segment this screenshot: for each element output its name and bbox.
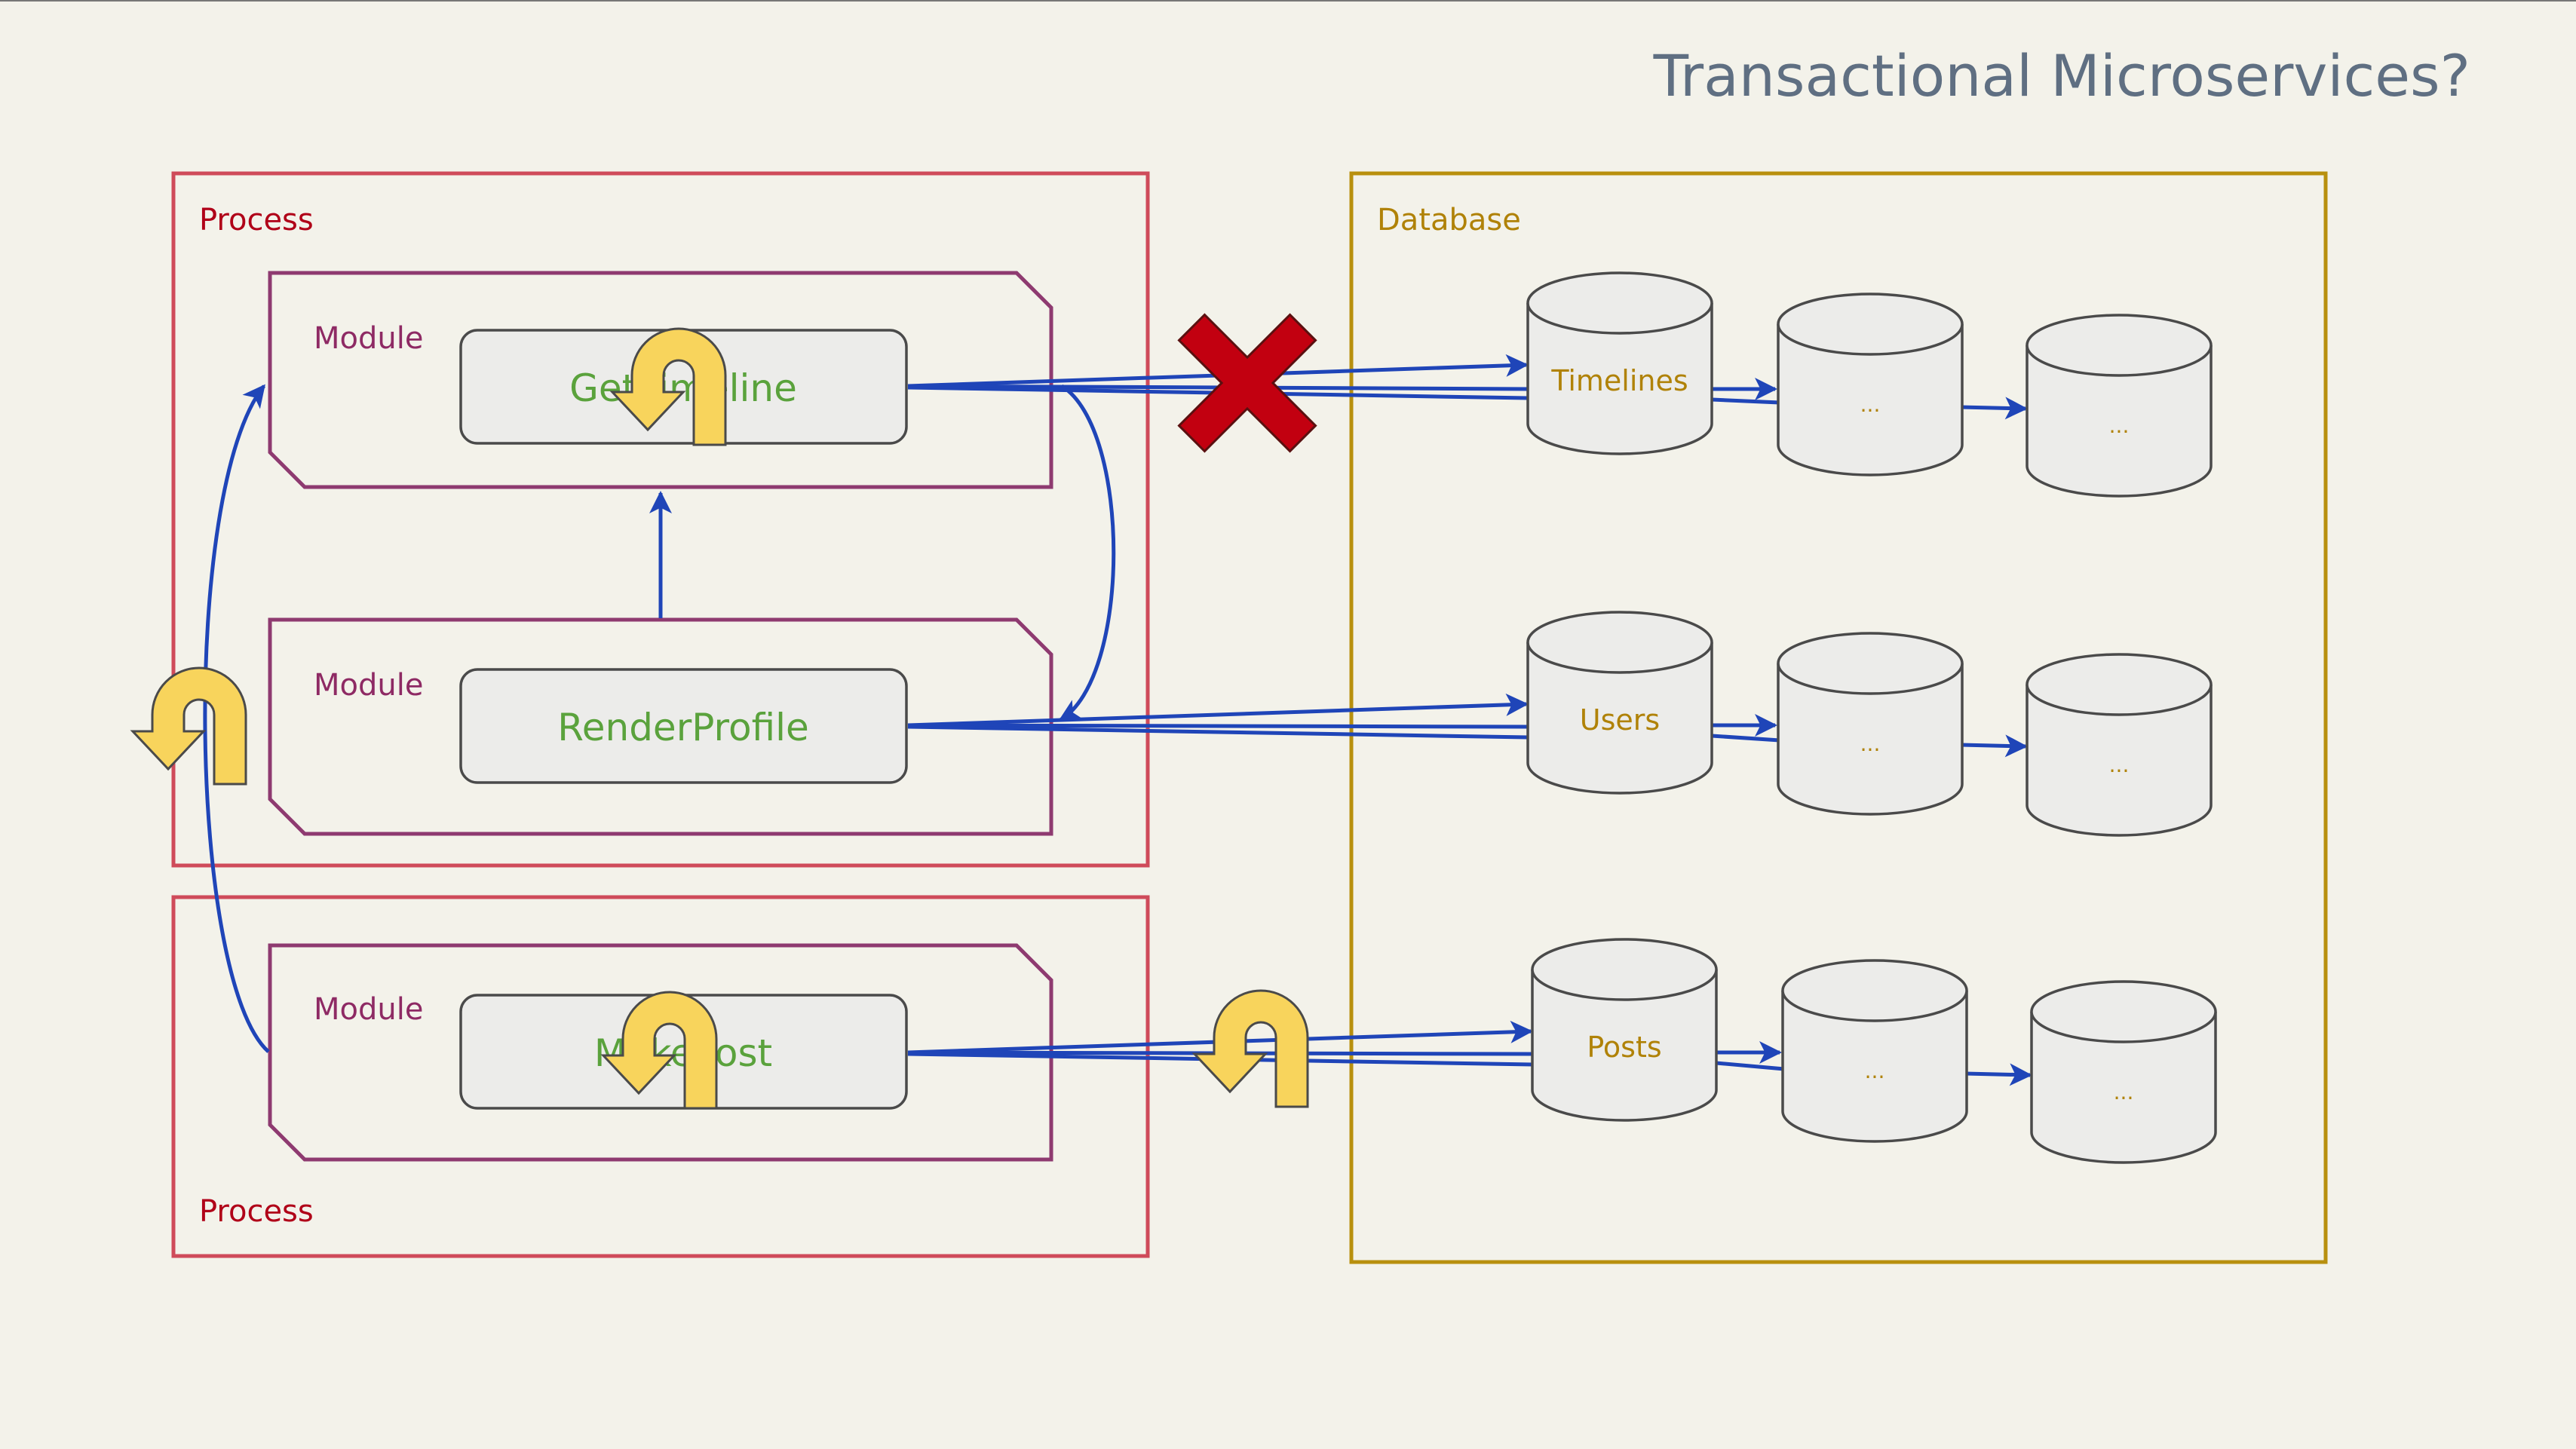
process-box-lower [171,895,1150,1258]
function-label-gettimeline: GetTimeline [569,366,797,410]
database-label: Database [1377,203,1521,237]
db-cylinder-posts-replica-2 [2030,980,2217,1164]
module-box-makepost [268,943,1053,1162]
function-label-renderprofile: RenderProfile [557,706,808,749]
db-cylinder-posts-replica-1 [1781,959,1968,1143]
db-label-users: Users [1580,703,1660,737]
db-cylinder-posts [1531,938,1718,1122]
db-label-posts: Posts [1587,1031,1661,1064]
db-label-users-replica-2: ... [2109,752,2130,777]
process-label-upper: Process [199,203,314,237]
db-label-posts-replica-1: ... [1865,1058,1885,1083]
process-box-upper [171,171,1150,868]
arrow-gettimeline-to-renderprofile [1058,384,1116,722]
module-box-gettimeline [268,271,1053,489]
db-cylinder-users-replica-1 [1777,632,1964,816]
db-label-timelines-replica-2: ... [2109,413,2130,438]
failure-cross-icon [1177,313,1317,453]
db-cylinder-timelines [1526,271,1713,455]
replication-arrows [1711,378,2032,1086]
arrow-renderprofile-to-users [907,693,1529,728]
module-label-1: Module [314,321,423,356]
db-cylinder-timelines-replica-1 [1777,293,1964,476]
db-label-users-replica-1: ... [1860,731,1881,756]
db-label-timelines: Timelines [1550,364,1688,397]
database-box [1349,171,2328,1264]
db-cylinder-users [1526,611,1713,795]
module-label-3: Module [314,992,423,1027]
database-write-arrows [907,354,1533,1067]
db-cylinder-users-replica-2 [2026,653,2213,837]
db-cylinder-timelines-replica-2 [2026,314,2213,498]
process-label-lower: Process [199,1194,314,1229]
red-x-failure-icon [1226,327,1247,329]
slide-title: Transactional Microservices? [1653,42,2470,109]
module-box-renderprofile [268,617,1053,836]
db-label-timelines-replica-1: ... [1860,392,1881,417]
db-label-posts-replica-2: ... [2114,1080,2134,1104]
module-label-2: Module [314,668,423,703]
function-box-renderprofile[interactable] [459,668,908,784]
undo-icon-makepost-call [131,666,247,786]
undo-icon-posts-write [1193,989,1309,1108]
